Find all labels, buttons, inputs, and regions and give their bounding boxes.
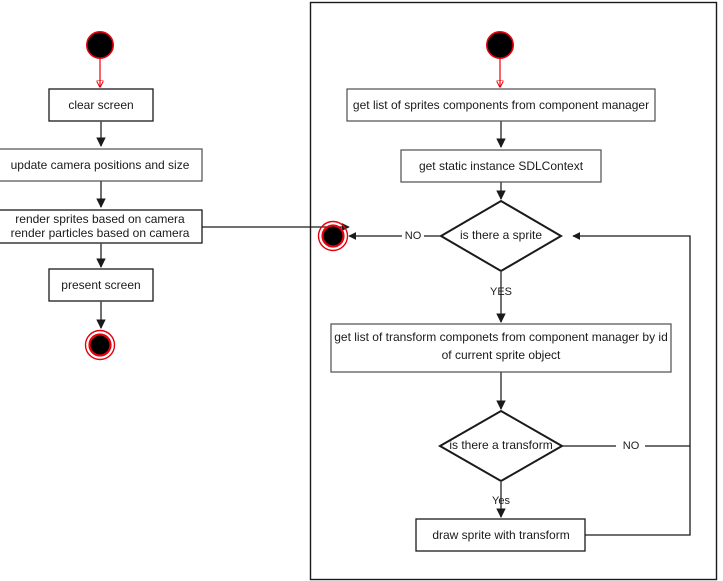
node-update-camera: update camera positions and size xyxy=(0,148,203,182)
node-get-transform-list-label-line1: get list of transform componets from com… xyxy=(334,330,668,344)
node-get-sprites-list: get list of sprites components from comp… xyxy=(346,88,656,122)
edge-label-sprite-no: NO xyxy=(405,230,422,242)
node-present-screen-label: present screen xyxy=(61,278,140,292)
panel-start-node xyxy=(485,30,514,59)
node-clear-screen: clear screen xyxy=(48,88,154,122)
edge-label-sprite-yes: YES xyxy=(490,286,512,298)
decision-is-there-a-sprite: is there a sprite xyxy=(439,199,563,273)
node-draw-sprite-label: draw sprite with transform xyxy=(432,528,569,542)
node-render-sprites-label-line2: render particles based on camera xyxy=(11,226,190,240)
node-get-sdlcontext: get static instance SDLContext xyxy=(400,149,602,183)
decision-is-there-a-transform-label: is there a transform xyxy=(449,438,552,452)
edge-label-transform-no: NO xyxy=(623,440,640,452)
node-update-camera-label: update camera positions and size xyxy=(11,158,190,172)
panel-end-node xyxy=(317,220,349,252)
node-get-transform-list-label-line2: of current sprite object xyxy=(442,348,561,362)
node-render-sprites: render sprites based on camera render pa… xyxy=(0,209,203,244)
node-get-sprites-list-label: get list of sprites components from comp… xyxy=(353,98,649,112)
decision-is-there-a-sprite-label: is there a sprite xyxy=(460,228,542,242)
left-start-node xyxy=(86,30,115,59)
node-present-screen: present screen xyxy=(48,268,154,302)
edge-label-transform-yes: Yes xyxy=(492,495,510,507)
node-clear-screen-label: clear screen xyxy=(68,98,133,112)
left-end-node xyxy=(84,329,116,361)
node-get-transform-list: get list of transform componets from com… xyxy=(330,323,672,373)
decision-is-there-a-transform: is there a transform xyxy=(437,409,565,483)
edge-loopback-to-sprite-decision xyxy=(572,232,691,536)
right-panel-frame xyxy=(309,1,718,581)
node-get-sdlcontext-label: get static instance SDLContext xyxy=(419,159,584,173)
node-draw-sprite: draw sprite with transform xyxy=(415,518,586,552)
node-render-sprites-label-line1: render sprites based on camera xyxy=(15,212,185,226)
